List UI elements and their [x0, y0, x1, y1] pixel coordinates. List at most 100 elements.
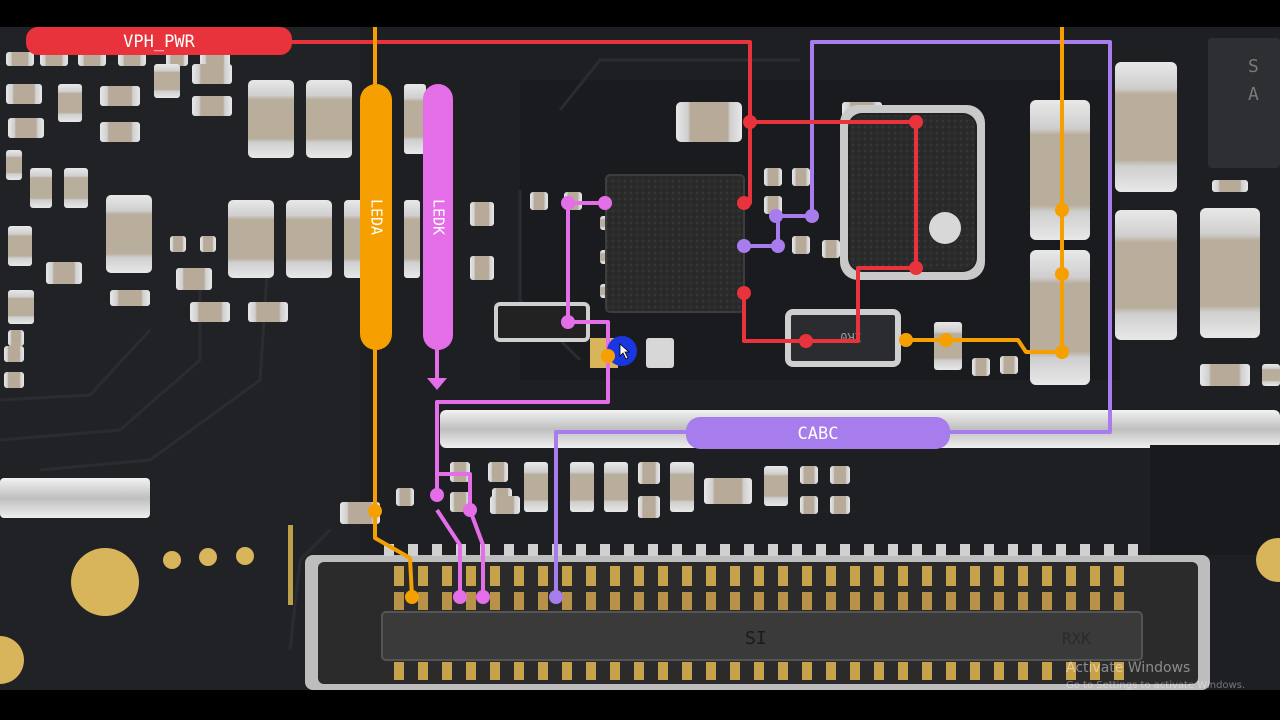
leda-label: LEDA	[368, 199, 386, 235]
pin-top	[888, 544, 898, 556]
pin	[1066, 662, 1076, 680]
pin-top	[1104, 544, 1114, 556]
pin	[634, 592, 644, 610]
inductor-pad	[929, 212, 961, 244]
pin	[1042, 566, 1052, 586]
pin-top	[1032, 544, 1042, 556]
pin	[442, 662, 452, 680]
pin	[466, 566, 476, 586]
pin	[874, 662, 884, 680]
ledk-junction-dot	[463, 503, 477, 517]
pin	[1090, 566, 1100, 586]
pin	[946, 566, 956, 586]
shield-left	[0, 478, 150, 518]
pin-top	[1008, 544, 1018, 556]
pin	[682, 566, 692, 586]
pin	[418, 662, 428, 680]
pin	[994, 566, 1004, 586]
pin	[706, 662, 716, 680]
bottom-letterbox	[0, 690, 1280, 720]
smd-part	[118, 52, 146, 66]
cabc-label-pill	[686, 417, 950, 449]
pin	[442, 592, 452, 610]
pin	[1018, 566, 1028, 586]
smd-part	[524, 462, 548, 512]
pin	[514, 662, 524, 680]
smd-part	[830, 496, 850, 514]
smd-part	[200, 52, 230, 66]
pin-top	[432, 544, 442, 556]
smd-part	[972, 358, 990, 376]
watermark-subtitle: Go to Settings to activate Windows.	[1066, 680, 1245, 691]
cabc-junction-dot	[737, 239, 751, 253]
pin	[466, 592, 476, 610]
pin	[730, 662, 740, 680]
pin-top	[1128, 544, 1138, 556]
smd-part	[6, 52, 34, 66]
pin	[1114, 566, 1124, 586]
leda-net	[373, 27, 1064, 598]
pin	[562, 566, 572, 586]
pin	[826, 592, 836, 610]
pin	[466, 662, 476, 680]
smd-part	[530, 192, 548, 210]
pin	[634, 566, 644, 586]
smd-part	[58, 84, 82, 122]
pin	[898, 592, 908, 610]
pin-top	[1080, 544, 1090, 556]
pin	[586, 662, 596, 680]
smd-part	[110, 290, 150, 306]
leda-junction-dot	[939, 333, 953, 347]
ledk-junction-dot	[453, 590, 467, 604]
pin-top	[528, 544, 538, 556]
cabc-junction-dot	[769, 209, 783, 223]
pin	[442, 566, 452, 586]
pin-top	[384, 544, 394, 556]
connector-mark-2: RXK	[1062, 629, 1091, 648]
smd-part	[792, 236, 810, 254]
pin-top	[840, 544, 850, 556]
smd-part	[30, 168, 52, 208]
pin	[778, 662, 788, 680]
smd-part	[638, 462, 660, 484]
chip-mark-s: S	[1248, 56, 1259, 77]
smd-part	[822, 240, 840, 258]
cabc-junction-dot	[805, 209, 819, 223]
pin	[1090, 592, 1100, 610]
smd-part	[8, 290, 34, 324]
vph-pwr-junction-dot	[737, 196, 751, 210]
smd-part	[176, 268, 212, 290]
pin	[562, 662, 572, 680]
pin	[994, 592, 1004, 610]
pin	[658, 662, 668, 680]
pin	[538, 592, 548, 610]
vph-pwr-junction-dot	[909, 115, 923, 129]
pin-top	[672, 544, 682, 556]
smd-part	[704, 478, 752, 504]
connector-pins	[384, 544, 1138, 680]
smd-part	[192, 96, 232, 116]
pin	[970, 592, 980, 610]
pin	[586, 592, 596, 610]
large-capacitors	[106, 62, 1260, 385]
pin	[658, 566, 668, 586]
backlight-ic	[606, 175, 744, 312]
pin	[970, 566, 980, 586]
cabc-label: CABC	[798, 424, 839, 444]
smd-part	[490, 496, 520, 514]
pin	[994, 662, 1004, 680]
pin	[730, 566, 740, 586]
pin	[802, 662, 812, 680]
vph-pwr-junction-dot	[737, 286, 751, 300]
pin	[898, 566, 908, 586]
pin-top	[720, 544, 730, 556]
smd-part	[78, 52, 106, 66]
pin	[394, 662, 404, 680]
smd-part	[248, 302, 288, 322]
smd-part	[470, 202, 494, 226]
ic-chip-sa	[1208, 38, 1280, 168]
smd-part	[64, 168, 88, 208]
smd-part	[764, 466, 788, 506]
diode	[785, 309, 901, 367]
pin	[1090, 662, 1100, 680]
